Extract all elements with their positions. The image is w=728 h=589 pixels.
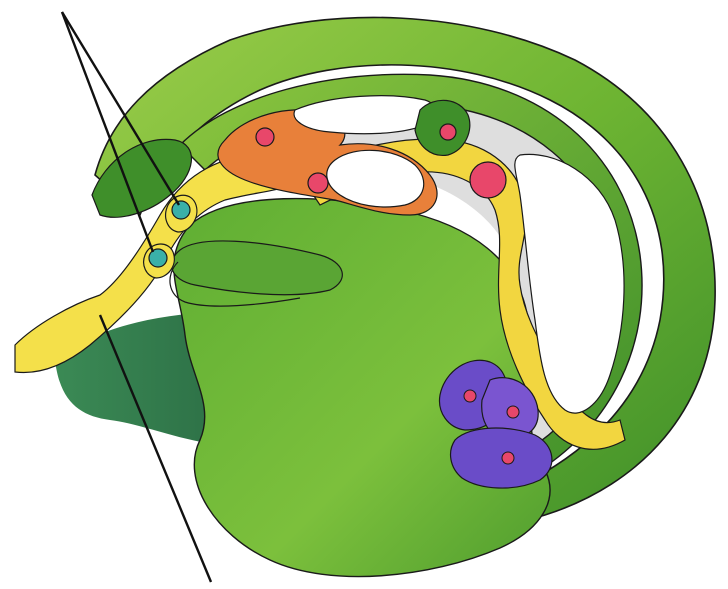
nucleus-1: [256, 128, 274, 146]
sperm-nucleus-upper: [172, 201, 190, 219]
antipodal-cell-3: [451, 428, 552, 488]
antipodal-nucleus-2: [507, 406, 519, 418]
polar-nucleus: [470, 162, 506, 198]
nucleus-3: [440, 124, 456, 140]
antipodal-nucleus-1: [464, 390, 476, 402]
antipodal-nucleus-3: [502, 452, 514, 464]
nucleus-2: [308, 173, 328, 193]
